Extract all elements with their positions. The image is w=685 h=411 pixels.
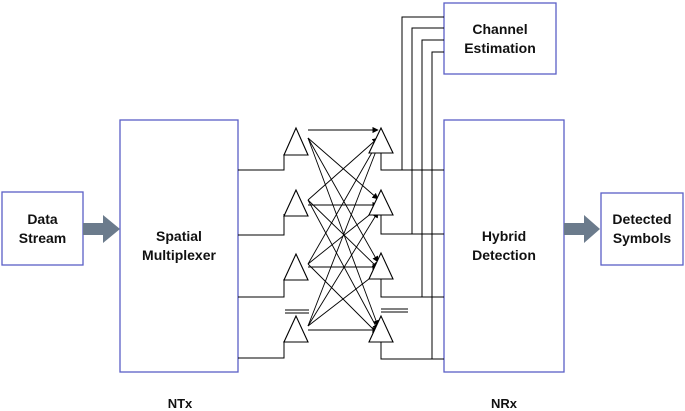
antenna-triangle-icon	[368, 188, 394, 216]
channel-estimation-label: Channel Estimation	[464, 20, 536, 56]
transmitter-caption: NTx	[167, 396, 193, 411]
antenna-triangle-icon	[368, 314, 394, 343]
hybrid-detection-label: Hybrid Detection	[472, 228, 536, 263]
multiplexer-output-lines	[238, 154, 285, 359]
transmit-ellipsis-bars	[285, 309, 309, 314]
antenna-triangle-icon	[368, 126, 394, 154]
antenna-triangle-icon	[283, 126, 309, 156]
output-block-arrow-icon	[564, 215, 600, 243]
antenna-triangle-icon	[283, 314, 309, 343]
spatial-multiplexer-box	[119, 119, 239, 373]
receive-ellipsis-bars	[381, 308, 408, 313]
antenna-triangle-icon	[283, 252, 309, 281]
receiver-feed-lines	[380, 16, 444, 360]
mimo-channel-links	[307, 126, 379, 335]
spatial-multiplexer-label: Spatial Multiplexer	[142, 228, 216, 263]
detected-symbols-box	[600, 192, 684, 266]
data-stream-box	[1, 191, 84, 266]
antenna-triangle-icon	[283, 188, 309, 217]
receiver-caption: NRx	[490, 396, 517, 411]
receive-antennas	[368, 126, 394, 343]
transmit-antennas	[283, 126, 309, 343]
channel-estimation-box	[443, 2, 557, 75]
input-block-arrow-icon	[83, 215, 120, 243]
antenna-triangle-icon	[368, 251, 394, 280]
hybrid-detection-box	[443, 119, 565, 373]
detected-symbols-label: Detected Symbols	[612, 211, 672, 246]
data-stream-label: Data Stream	[18, 210, 67, 246]
